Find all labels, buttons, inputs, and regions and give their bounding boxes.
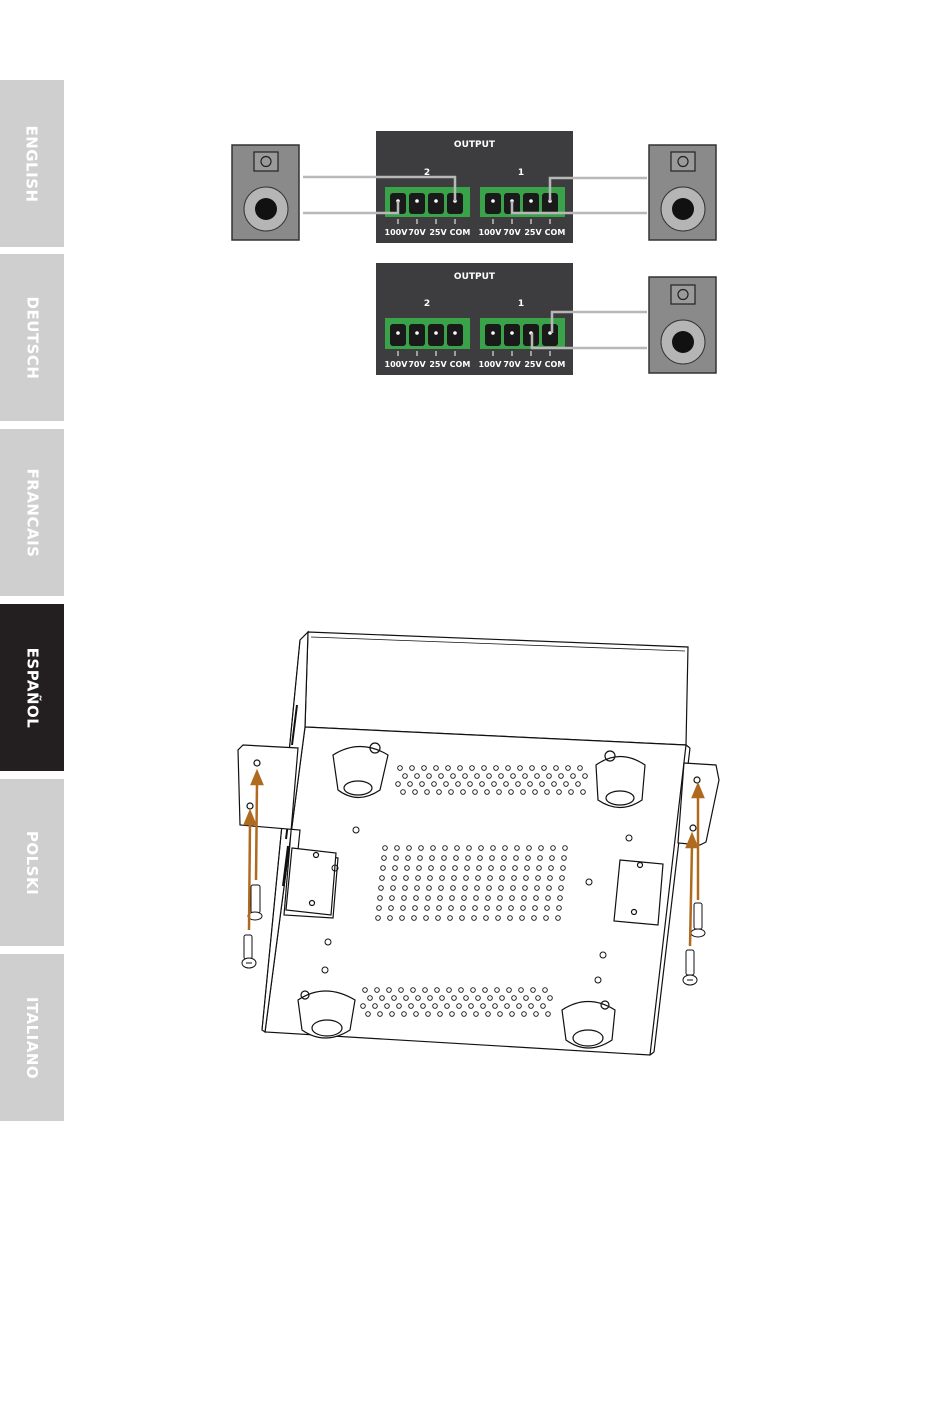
terminal-label: 25V <box>524 228 542 237</box>
terminal-label: 70V <box>503 228 521 237</box>
channel-1-label: 1 <box>518 299 524 309</box>
wiring-diagram-one-speaker: OUTPUT 2 1 <box>376 263 716 375</box>
terminal-label: COM <box>545 228 566 237</box>
terminal-label: 70V <box>408 360 426 369</box>
channel-1-label: 1 <box>518 168 524 178</box>
screw-right-upper <box>691 903 705 937</box>
screw-right-lower <box>683 950 697 985</box>
channel-2-label: 2 <box>424 299 430 309</box>
terminal-label: COM <box>545 360 566 369</box>
terminal-label: 100V <box>479 228 503 237</box>
terminal-block-2 <box>385 318 470 349</box>
output-title: OUTPUT <box>454 272 496 282</box>
terminal-label: 70V <box>503 360 521 369</box>
terminal-label: 70V <box>408 228 426 237</box>
terminal-label: 100V <box>385 228 409 237</box>
speaker-left <box>232 145 299 240</box>
wiring-diagram-two-speakers: OUTPUT 2 1 <box>232 131 716 243</box>
chassis-illustration <box>238 632 719 1055</box>
terminal-label: 100V <box>385 360 409 369</box>
output-title: OUTPUT <box>454 140 496 150</box>
terminal-label: 25V <box>524 360 542 369</box>
terminal-label: 25V <box>429 360 447 369</box>
terminal-label: COM <box>450 360 471 369</box>
speaker-single <box>649 277 716 373</box>
terminal-label: 25V <box>429 228 447 237</box>
screw-left-lower <box>242 935 256 968</box>
terminal-label: 100V <box>479 360 503 369</box>
terminal-label: COM <box>450 228 471 237</box>
speaker-right <box>649 145 716 240</box>
